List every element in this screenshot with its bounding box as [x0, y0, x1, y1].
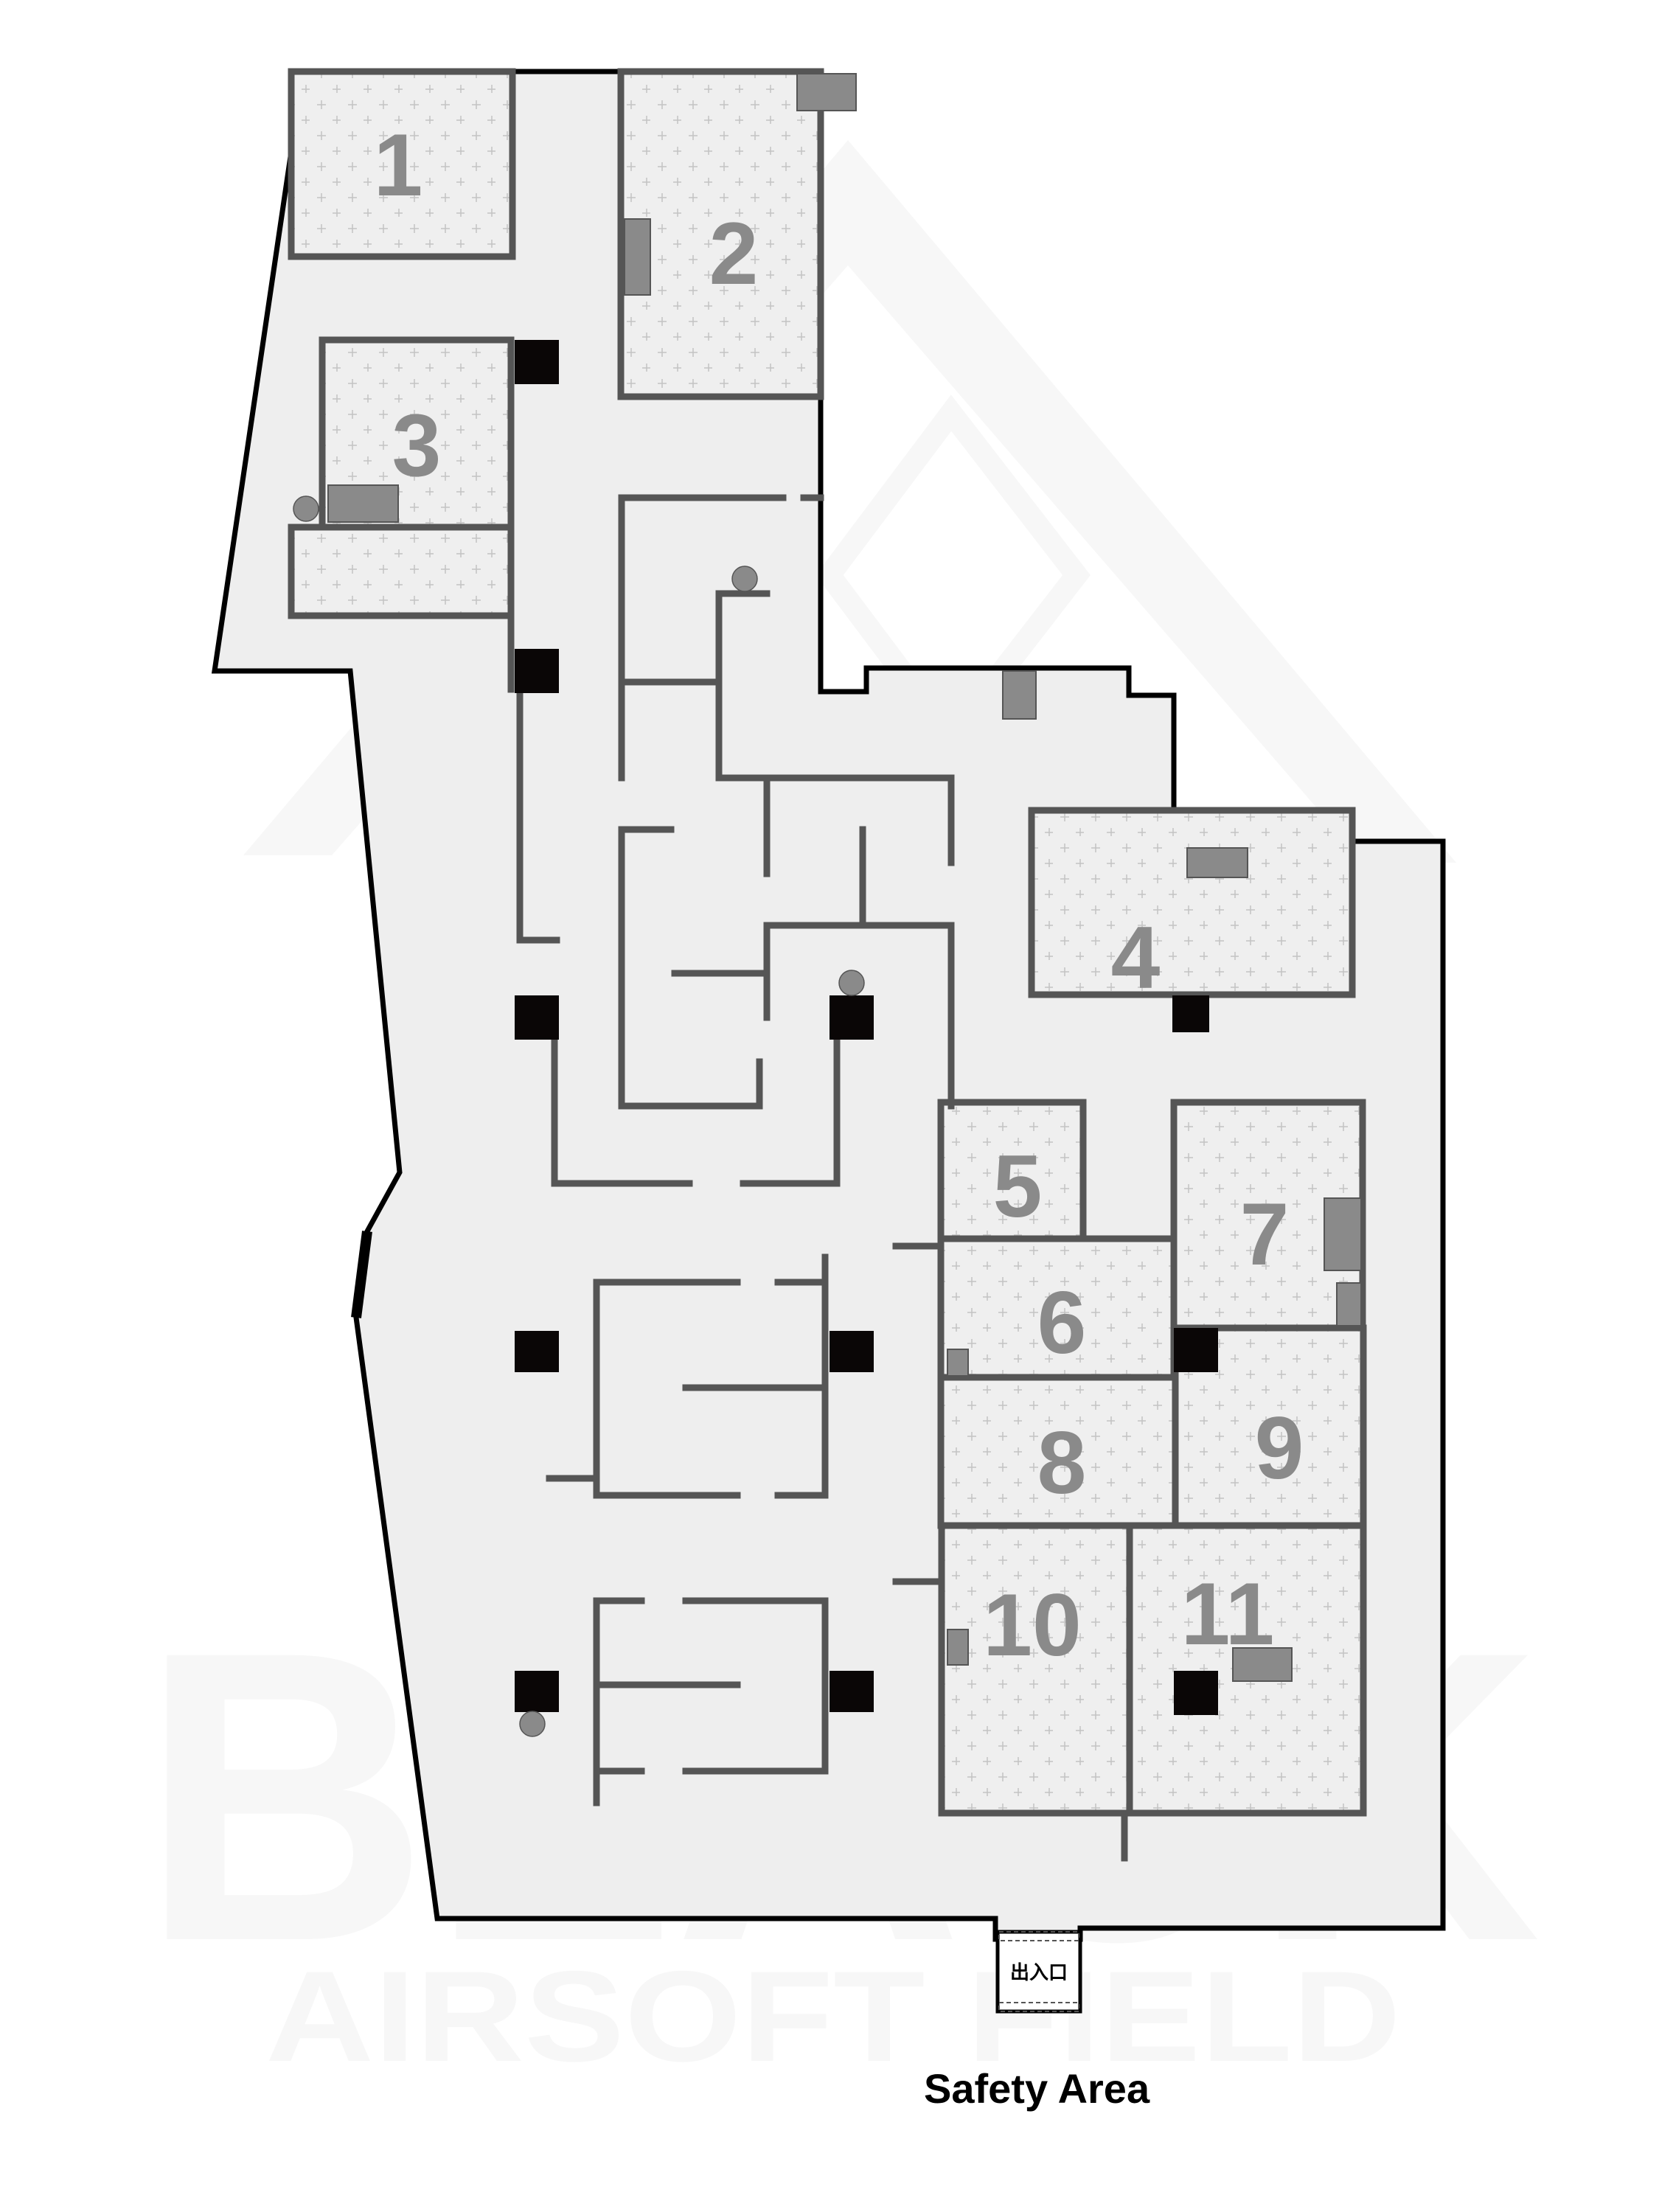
watermark-subtitle: AIRSOFT FIELD	[265, 1945, 1401, 2089]
room-number-label: 6	[1037, 1273, 1087, 1372]
pillars-layer	[515, 340, 1218, 1715]
furniture-crate	[1002, 670, 1037, 720]
furniture-crate	[1336, 1282, 1362, 1326]
barrel-icon	[293, 495, 319, 522]
room-number-label: 3	[392, 396, 442, 495]
room-number-label: 9	[1255, 1399, 1304, 1498]
furniture-crate	[1232, 1647, 1293, 1682]
room-number-label: 7	[1240, 1185, 1290, 1284]
pillar	[515, 1331, 559, 1372]
room-number-label: 1	[374, 116, 423, 215]
room-6[interactable]	[937, 1235, 1178, 1381]
pillar	[830, 1331, 874, 1372]
barrel-icon	[731, 566, 758, 592]
room-1[interactable]	[288, 68, 516, 260]
barrels-layer	[293, 495, 865, 1737]
entrance-label: 出入口	[1010, 1962, 1068, 1984]
pillar	[515, 995, 559, 1040]
room-3-extension	[288, 524, 515, 619]
barrel-icon	[519, 1711, 546, 1737]
furniture-layer	[327, 73, 1362, 1682]
barrel-icon	[838, 970, 865, 996]
room-number-label: 4	[1111, 908, 1161, 1007]
room-number-label: 2	[709, 204, 759, 303]
room-number-label: 5	[993, 1137, 1043, 1236]
room-4[interactable]	[1028, 807, 1356, 998]
furniture-crate	[1324, 1197, 1362, 1271]
furniture-crate	[327, 484, 399, 523]
entrance[interactable]: 出入口	[995, 1930, 1082, 2014]
furniture-crate	[1186, 847, 1248, 878]
pillar	[515, 1671, 559, 1712]
pillar	[830, 1671, 874, 1712]
room-8[interactable]	[937, 1374, 1179, 1529]
room-number-label: 8	[1037, 1413, 1087, 1512]
safety-area-label: Safety Area	[924, 2065, 1150, 2112]
pillar	[515, 649, 559, 693]
furniture-crate	[947, 1629, 969, 1666]
room-2[interactable]	[617, 68, 824, 400]
furniture-crate	[796, 73, 857, 111]
window-segment	[351, 1231, 372, 1318]
pillar	[515, 340, 559, 384]
room-labels-layer: 1 2 3 4 5 6 7 8 9 10 11	[374, 116, 1304, 1674]
furniture-crate	[947, 1349, 969, 1377]
room-number-label: 11	[1181, 1565, 1275, 1663]
pillar	[830, 995, 874, 1040]
pillar	[1174, 1328, 1218, 1372]
furniture-crate	[624, 218, 651, 296]
pillar	[1174, 1671, 1218, 1715]
maze-walls	[507, 494, 1128, 1862]
pillar	[1172, 995, 1209, 1032]
room-number-label: 10	[983, 1576, 1081, 1674]
room-10[interactable]	[938, 1522, 1133, 1817]
